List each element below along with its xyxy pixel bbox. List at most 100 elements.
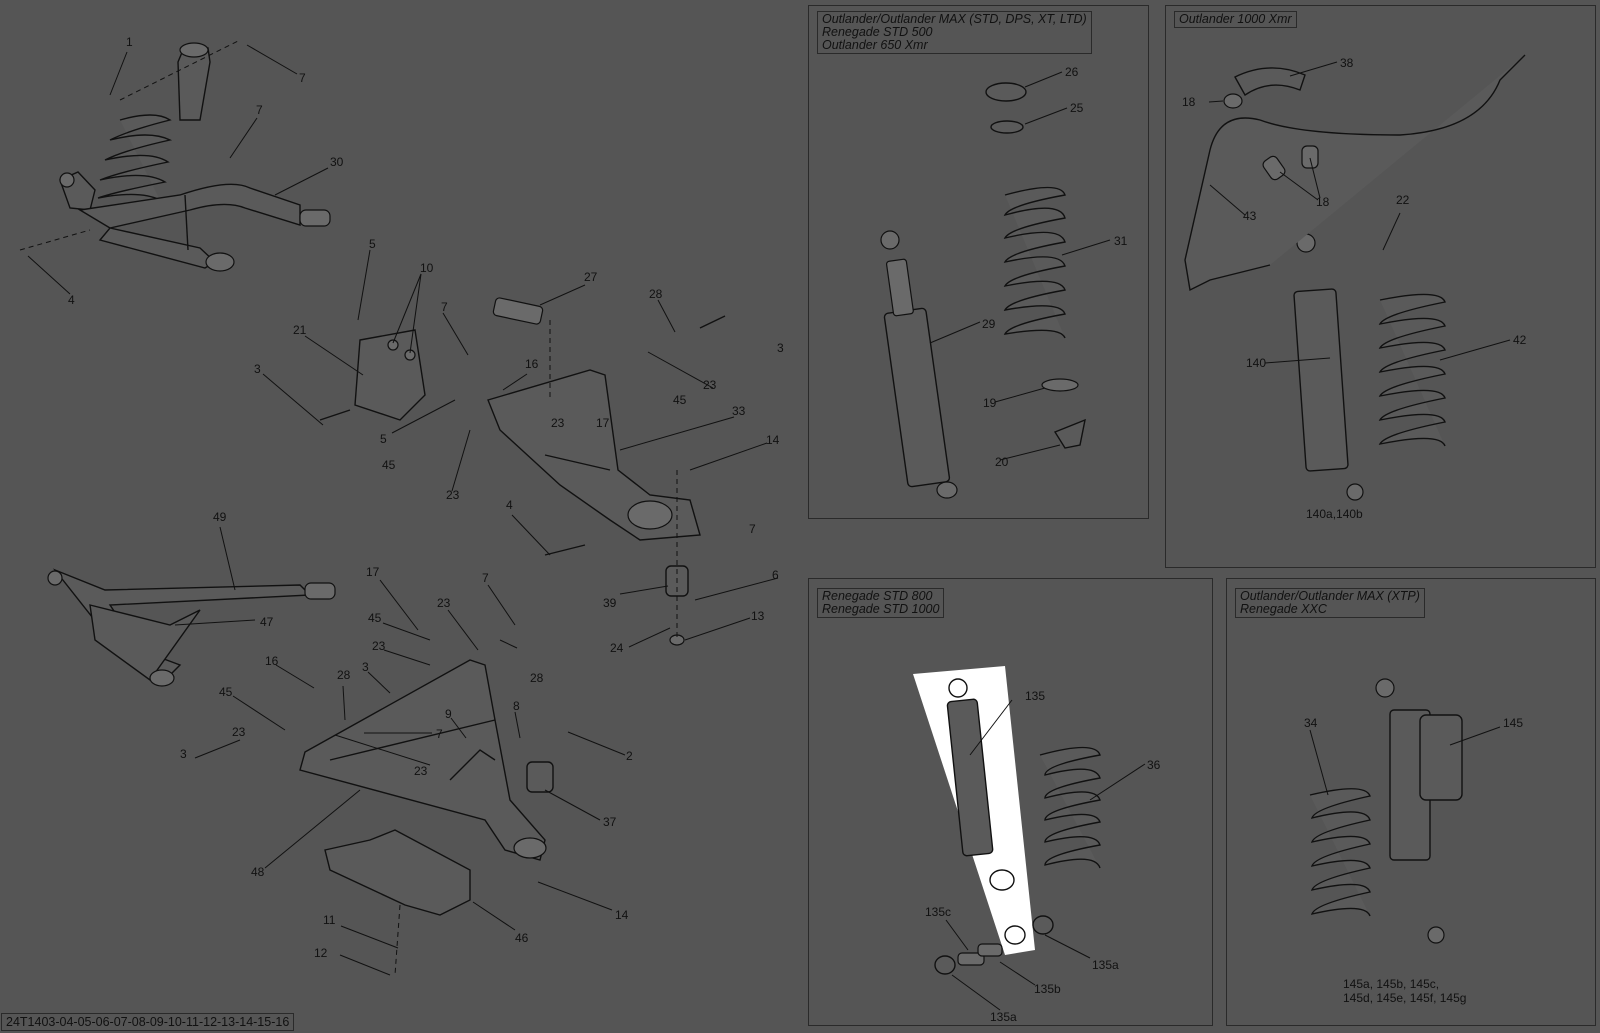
callout-4: 4 bbox=[506, 498, 513, 512]
callout-29: 29 bbox=[982, 317, 996, 331]
callout-13: 13 bbox=[751, 609, 765, 623]
callout-14: 14 bbox=[615, 908, 629, 922]
spring-36 bbox=[1039, 746, 1101, 869]
callout-33: 33 bbox=[732, 404, 746, 418]
rear-shock-assembly bbox=[59, 42, 211, 211]
callout-28: 28 bbox=[649, 287, 663, 301]
callout-31: 31 bbox=[1114, 234, 1128, 248]
callout-46: 46 bbox=[515, 931, 529, 945]
panel-renegade-std: Renegade STD 800 Renegade STD 1000 bbox=[808, 578, 1213, 1026]
callout-48: 48 bbox=[251, 865, 265, 879]
callout-45: 45 bbox=[673, 393, 687, 407]
shock-145 bbox=[1375, 678, 1463, 944]
callout-43: 43 bbox=[1243, 209, 1257, 223]
panel-title: Outlander 1000 Xmr bbox=[1174, 11, 1297, 28]
callout-23: 23 bbox=[232, 725, 246, 739]
callout-22: 22 bbox=[1396, 193, 1410, 207]
callout-6: 6 bbox=[772, 568, 779, 582]
callout-7: 7 bbox=[749, 522, 756, 536]
callout-3: 3 bbox=[362, 660, 369, 674]
panel-outlander-std: Outlander/Outlander MAX (STD, DPS, XT, L… bbox=[808, 5, 1149, 519]
callout-45: 45 bbox=[368, 611, 382, 625]
callout-9: 9 bbox=[445, 707, 452, 721]
callout-12: 12 bbox=[314, 946, 328, 960]
callout-4: 4 bbox=[68, 293, 75, 307]
callout-135a: 135a bbox=[1092, 958, 1119, 972]
spring-34 bbox=[1309, 788, 1371, 917]
callout-11: 11 bbox=[323, 913, 336, 927]
callout-19: 19 bbox=[983, 396, 997, 410]
upper-a-arm-33 bbox=[487, 297, 701, 541]
panel-outlander-xtp: Outlander/Outlander MAX (XTP) Renegade X… bbox=[1226, 578, 1596, 1026]
leader-lines bbox=[27, 44, 1511, 1011]
callout-7: 7 bbox=[256, 103, 263, 117]
callout-145d-g: 145d, 145e, 145f, 145g bbox=[1343, 991, 1467, 1005]
callout-1: 1 bbox=[126, 35, 133, 49]
drawing-code-label: 24T1403-04-05-06-07-08-09-10-11-12-13-14… bbox=[1, 1013, 295, 1031]
callout-28: 28 bbox=[530, 671, 544, 685]
callout-45: 45 bbox=[382, 458, 396, 472]
callout-47: 47 bbox=[260, 615, 274, 629]
callout-8: 8 bbox=[513, 699, 520, 713]
callout-37: 37 bbox=[603, 815, 617, 829]
callout-42: 42 bbox=[1513, 333, 1527, 347]
callout-27: 27 bbox=[584, 270, 598, 284]
callout-28: 28 bbox=[337, 668, 351, 682]
bracket-21 bbox=[354, 329, 426, 421]
callout-38: 38 bbox=[1340, 56, 1354, 70]
callout-17: 17 bbox=[366, 565, 380, 579]
callout-20: 20 bbox=[995, 455, 1009, 469]
panel-title: Outlander/Outlander MAX (XTP) Renegade X… bbox=[1235, 588, 1425, 618]
callout-39: 39 bbox=[603, 596, 617, 610]
callout-135b: 135b bbox=[1034, 982, 1061, 996]
spring-42 bbox=[1378, 293, 1446, 447]
callout-23: 23 bbox=[372, 639, 386, 653]
lower-a-arm-48 bbox=[299, 659, 554, 861]
callout-135a: 135a bbox=[990, 1010, 1017, 1024]
callout-3: 3 bbox=[254, 362, 261, 376]
callout-23: 23 bbox=[551, 416, 565, 430]
panel-outlander-1000-xmr: Outlander 1000 Xmr bbox=[1165, 5, 1596, 568]
callout-10: 10 bbox=[420, 261, 434, 275]
callout-34: 34 bbox=[1304, 716, 1318, 730]
shock-135 bbox=[946, 678, 1026, 945]
callout-3: 3 bbox=[180, 747, 187, 761]
callout-23: 23 bbox=[437, 596, 451, 610]
callout-14: 14 bbox=[766, 433, 780, 447]
callout-45: 45 bbox=[219, 685, 233, 699]
panel-title: Renegade STD 800 Renegade STD 1000 bbox=[817, 588, 945, 618]
callout-18: 18 bbox=[1182, 95, 1196, 109]
callout-18: 18 bbox=[1316, 195, 1330, 209]
callout-5: 5 bbox=[369, 237, 376, 251]
callout-7: 7 bbox=[482, 571, 489, 585]
panel-title: Outlander/Outlander MAX (STD, DPS, XT, L… bbox=[817, 11, 1092, 54]
callout-145a-c: 145a, 145b, 145c, bbox=[1343, 977, 1440, 991]
callout-5: 5 bbox=[380, 432, 387, 446]
rear-upper-arm-30 bbox=[77, 183, 331, 272]
callout-16: 16 bbox=[265, 654, 279, 668]
shock-29 bbox=[880, 230, 958, 499]
callout-7: 7 bbox=[299, 71, 306, 85]
callout-145: 145 bbox=[1503, 716, 1524, 730]
callout-7: 7 bbox=[436, 727, 443, 741]
lower-arm-49 bbox=[47, 568, 336, 687]
callout-24: 24 bbox=[610, 641, 624, 655]
callout-30: 30 bbox=[330, 155, 344, 169]
callout-140: 140 bbox=[1246, 356, 1267, 370]
callout-21: 21 bbox=[293, 323, 307, 337]
callout-135: 135 bbox=[1025, 689, 1046, 703]
callout-16: 16 bbox=[525, 357, 539, 371]
callout-23: 23 bbox=[446, 488, 460, 502]
callout-36: 36 bbox=[1147, 758, 1161, 772]
callout-25: 25 bbox=[1070, 101, 1084, 115]
callout-49: 49 bbox=[213, 510, 227, 524]
callout-7: 7 bbox=[441, 300, 448, 314]
callout-26: 26 bbox=[1065, 65, 1079, 79]
spring-31 bbox=[1003, 186, 1066, 339]
callout-17: 17 bbox=[596, 416, 610, 430]
callout-135c: 135c bbox=[925, 905, 952, 919]
callout-23: 23 bbox=[414, 764, 428, 778]
callout-3: 3 bbox=[777, 341, 784, 355]
callout-140a-140b: 140a,140b bbox=[1306, 507, 1363, 521]
